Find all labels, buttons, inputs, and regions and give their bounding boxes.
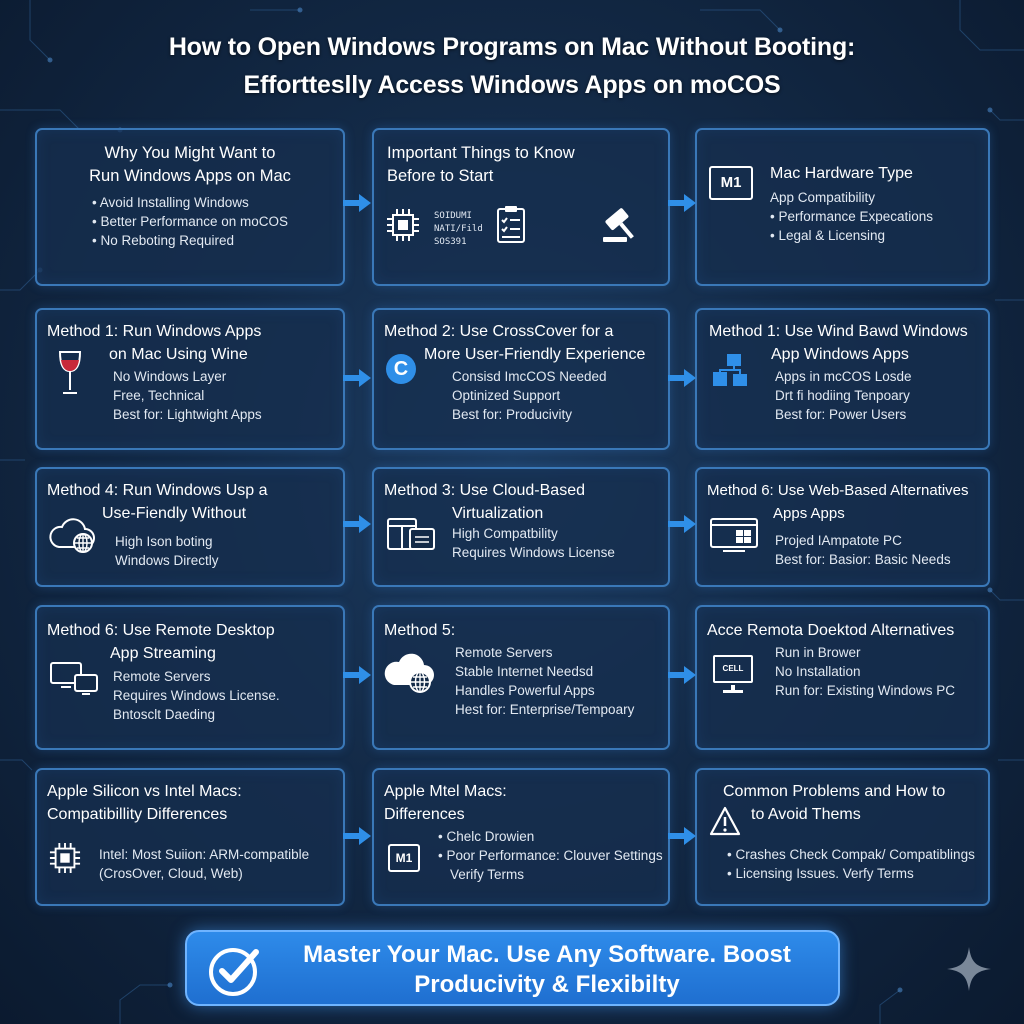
checkmark-circle-icon <box>209 948 259 996</box>
m1-chip-icon: M1 <box>709 166 753 200</box>
card-method-cloud: Method 3: Use Cloud-Based Virtualization… <box>372 467 670 587</box>
card-lines: Run in Brower No Installation Run for: E… <box>775 645 956 698</box>
cloud-globe-icon <box>49 518 95 553</box>
warning-icon <box>709 806 741 836</box>
card-mac-hardware-type: M1 Mac Hardware Type App Compatibility •… <box>695 128 990 286</box>
wine-glass-icon <box>58 351 82 394</box>
card-lines: App Compatibility • Performance Expecati… <box>770 190 934 243</box>
card-method-web-based: Method 6: Use Web-Based Alternatives App… <box>695 467 990 587</box>
card-heading: Method 5: <box>384 622 456 639</box>
card-lines: Consisd ImcCOS Needed Optinized Support … <box>452 369 607 422</box>
card-heading: Apple Silicon vs Intel Macs: Compatibill… <box>47 783 242 823</box>
card-apple-silicon-vs-intel: Apple Silicon vs Intel Macs: Compatibill… <box>35 768 345 906</box>
card-heading: Mac Hardware Type <box>770 165 913 182</box>
arrow-right-icon <box>668 515 696 533</box>
card-heading: Acce Remota Doektod Alternatives <box>707 622 955 639</box>
card-heading: Method 3: Use Cloud-Based Virtualization <box>384 482 585 522</box>
arrow-right-icon <box>343 666 371 684</box>
windows-app-icon <box>387 518 435 550</box>
title-line-1: How to Open Windows Programs on Mac With… <box>168 33 856 61</box>
card-lines: High Compatbility Requires Windows Licen… <box>452 526 615 560</box>
card-method-crossover: Method 2: Use CrossCover for a More User… <box>372 308 670 450</box>
checklist-icon <box>497 206 525 243</box>
banner-text: Master Your Mac. Use Any Software. Boost… <box>303 941 791 998</box>
browser-windows-icon <box>710 518 758 552</box>
arrow-right-icon <box>668 194 696 212</box>
card-method-virtualization: Method 1: Use Wind Bawd Windows App Wind… <box>695 308 990 450</box>
card-lines: No Windows Layer Free, Technical Best fo… <box>113 369 262 422</box>
card-remote-desktop-alternatives: Acce Remota Doektod Alternatives CELL Ru… <box>695 605 990 750</box>
card-heading: Method 1: Run Windows Apps on Mac Using … <box>47 323 262 363</box>
card-heading: Method 2: Use CrossCover for a More User… <box>384 323 646 363</box>
card-lines: • Crashes Check Compak/ Compatiblings • … <box>727 847 975 881</box>
card-lines: Projed IAmpatote PC Best for: Basior: Ba… <box>775 533 951 567</box>
card-lines: Remote Servers Requires Windows License.… <box>113 669 280 722</box>
title-line-2: Effortteslly Access Windows Apps on moCO… <box>243 71 781 99</box>
gavel-icon <box>603 208 634 242</box>
card-common-problems: Common Problems and How to to Avoid Them… <box>695 768 990 906</box>
card-why-run-windows-apps: Why You Might Want to Run Windows Apps o… <box>35 128 345 286</box>
card-lines: High Ison boting Windows Directly <box>115 534 219 568</box>
monitor-icon: CELL <box>713 655 753 695</box>
card-lines: Remote Servers Stable Internet Needsd Ha… <box>455 645 635 717</box>
card-lines: • Avoid Installing Windows • Better Perf… <box>92 195 289 248</box>
remote-monitors-icon <box>50 662 98 695</box>
card-heading: Method 6: Use Web-Based Alternatives App… <box>707 482 969 522</box>
m1-chip-icon: M1 <box>388 844 420 872</box>
page-title: How to Open Windows Programs on Mac With… <box>0 28 1024 104</box>
crossover-logo-icon: C <box>386 354 416 384</box>
card-heading: Apple Mtel Macs: Differences <box>384 783 507 823</box>
arrow-right-icon <box>668 827 696 845</box>
arrow-right-icon <box>668 369 696 387</box>
card-method-wine: Method 1: Run Windows Apps on Mac Using … <box>35 308 345 450</box>
sparkle-icon <box>947 947 991 991</box>
card-lines: Intel: Most Suiion: ARM-compatible (Cros… <box>99 847 310 881</box>
card-heading: Common Problems and How to to Avoid Them… <box>723 783 946 823</box>
network-blocks-icon <box>713 354 747 386</box>
cta-banner: Master Your Mac. Use Any Software. Boost… <box>185 930 840 1006</box>
card-heading: Why You Might Want to Run Windows Apps o… <box>89 144 291 185</box>
card-heading: Method 1: Use Wind Bawd Windows App Wind… <box>709 323 968 363</box>
card-lines: Apps in mcCOS Losde Drt fi hodiing Tenpo… <box>775 369 912 422</box>
cpu-chip-icon <box>387 209 419 241</box>
card-heading: Method 4: Run Windows Usp a Use-Fiendly … <box>47 482 268 522</box>
arrow-right-icon <box>343 369 371 387</box>
arrow-right-icon <box>668 666 696 684</box>
card-heading: Important Things to Know Before to Start <box>387 144 575 185</box>
arrow-right-icon <box>343 515 371 533</box>
cloud-globe-icon <box>384 653 434 693</box>
chip-spec-text: SOIDUMI NATI/Fild SOS391 <box>434 211 483 247</box>
card-important-things: Important Things to Know Before to Start… <box>372 128 670 286</box>
arrow-right-icon <box>343 827 371 845</box>
card-method-remote-desktop: Method 6: Use Remote Desktop App Streami… <box>35 605 345 750</box>
card-method-4: Method 4: Run Windows Usp a Use-Fiendly … <box>35 467 345 587</box>
arrow-right-icon <box>343 194 371 212</box>
card-method-5: Method 5: Remote Servers Stable Internet… <box>372 605 670 750</box>
card-lines: • Chelc Drowien • Poor Performance: Clou… <box>438 829 663 882</box>
card-apple-mtel-macs: Apple Mtel Macs: Differences M1 • Chelc … <box>372 768 670 906</box>
card-heading: Method 6: Use Remote Desktop App Streami… <box>47 622 275 662</box>
cpu-chip-icon <box>49 842 81 874</box>
